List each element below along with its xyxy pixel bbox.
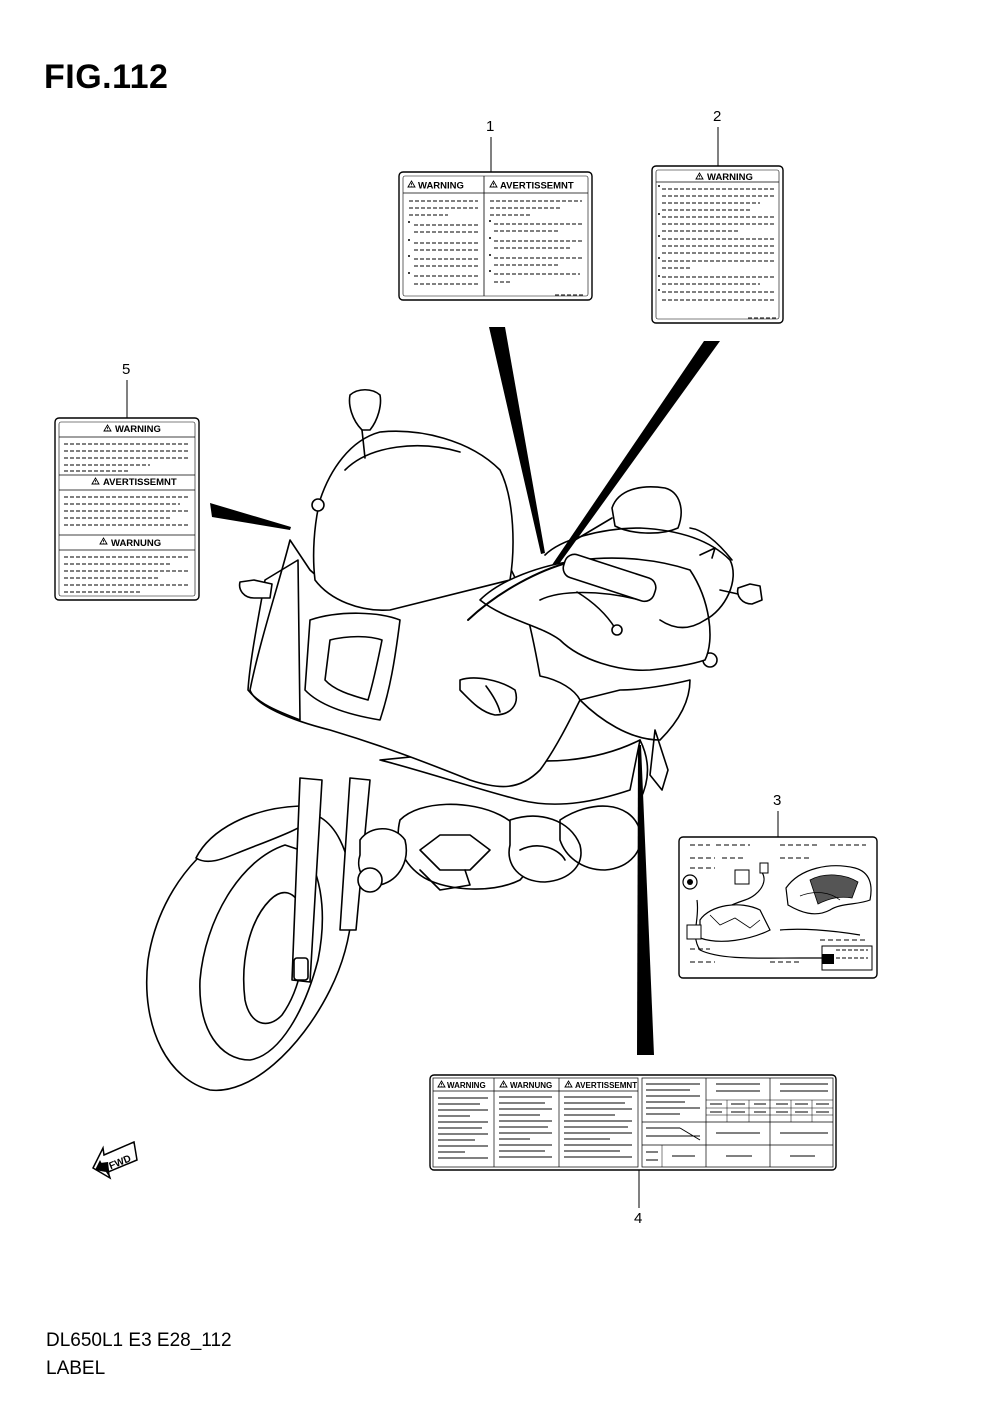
callout-2: 2 [713,108,722,125]
section-name: LABEL [46,1358,106,1379]
label-5-warnung-heading: WARNUNG [111,538,161,549]
label-1-avertissement-heading: AVERTISSEMNT [500,181,574,192]
motorcycle-drawing [146,388,763,1092]
callout-1: 1 [486,118,495,135]
label-1[interactable]: WARNING AVERTISSEMNT [398,171,593,301]
label-5-avertissement-heading: AVERTISSEMNT [103,477,177,488]
leader-lines [126,127,779,1208]
label-3[interactable] [678,836,878,979]
label-2[interactable]: WARNING [651,165,784,324]
callout-3: 3 [773,792,782,809]
callout-5: 5 [122,361,131,378]
fwd-arrow-icon: FWD [92,1140,138,1180]
label-4-avertissement-col: AVERTISSEMNT [575,1081,637,1090]
label-4-warning-col: WARNING [447,1081,486,1090]
label-1-warning-heading: WARNING [418,181,464,192]
label-4[interactable]: WARNING WARNUNG AVERTISSEMNT [429,1074,837,1171]
figure-title: FIG.112 [44,58,169,96]
label-2-warning-heading: WARNING [707,172,753,183]
label-5[interactable]: WARNING AVERTISSEMNT WARNUNG [54,417,200,601]
label-5-warning-heading: WARNING [115,424,161,435]
callout-4: 4 [634,1210,643,1227]
pointer-wedges [210,327,720,1055]
model-code: DL650L1 E3 E28_112 [46,1330,232,1351]
label-4-warnung-col: WARNUNG [510,1081,552,1090]
